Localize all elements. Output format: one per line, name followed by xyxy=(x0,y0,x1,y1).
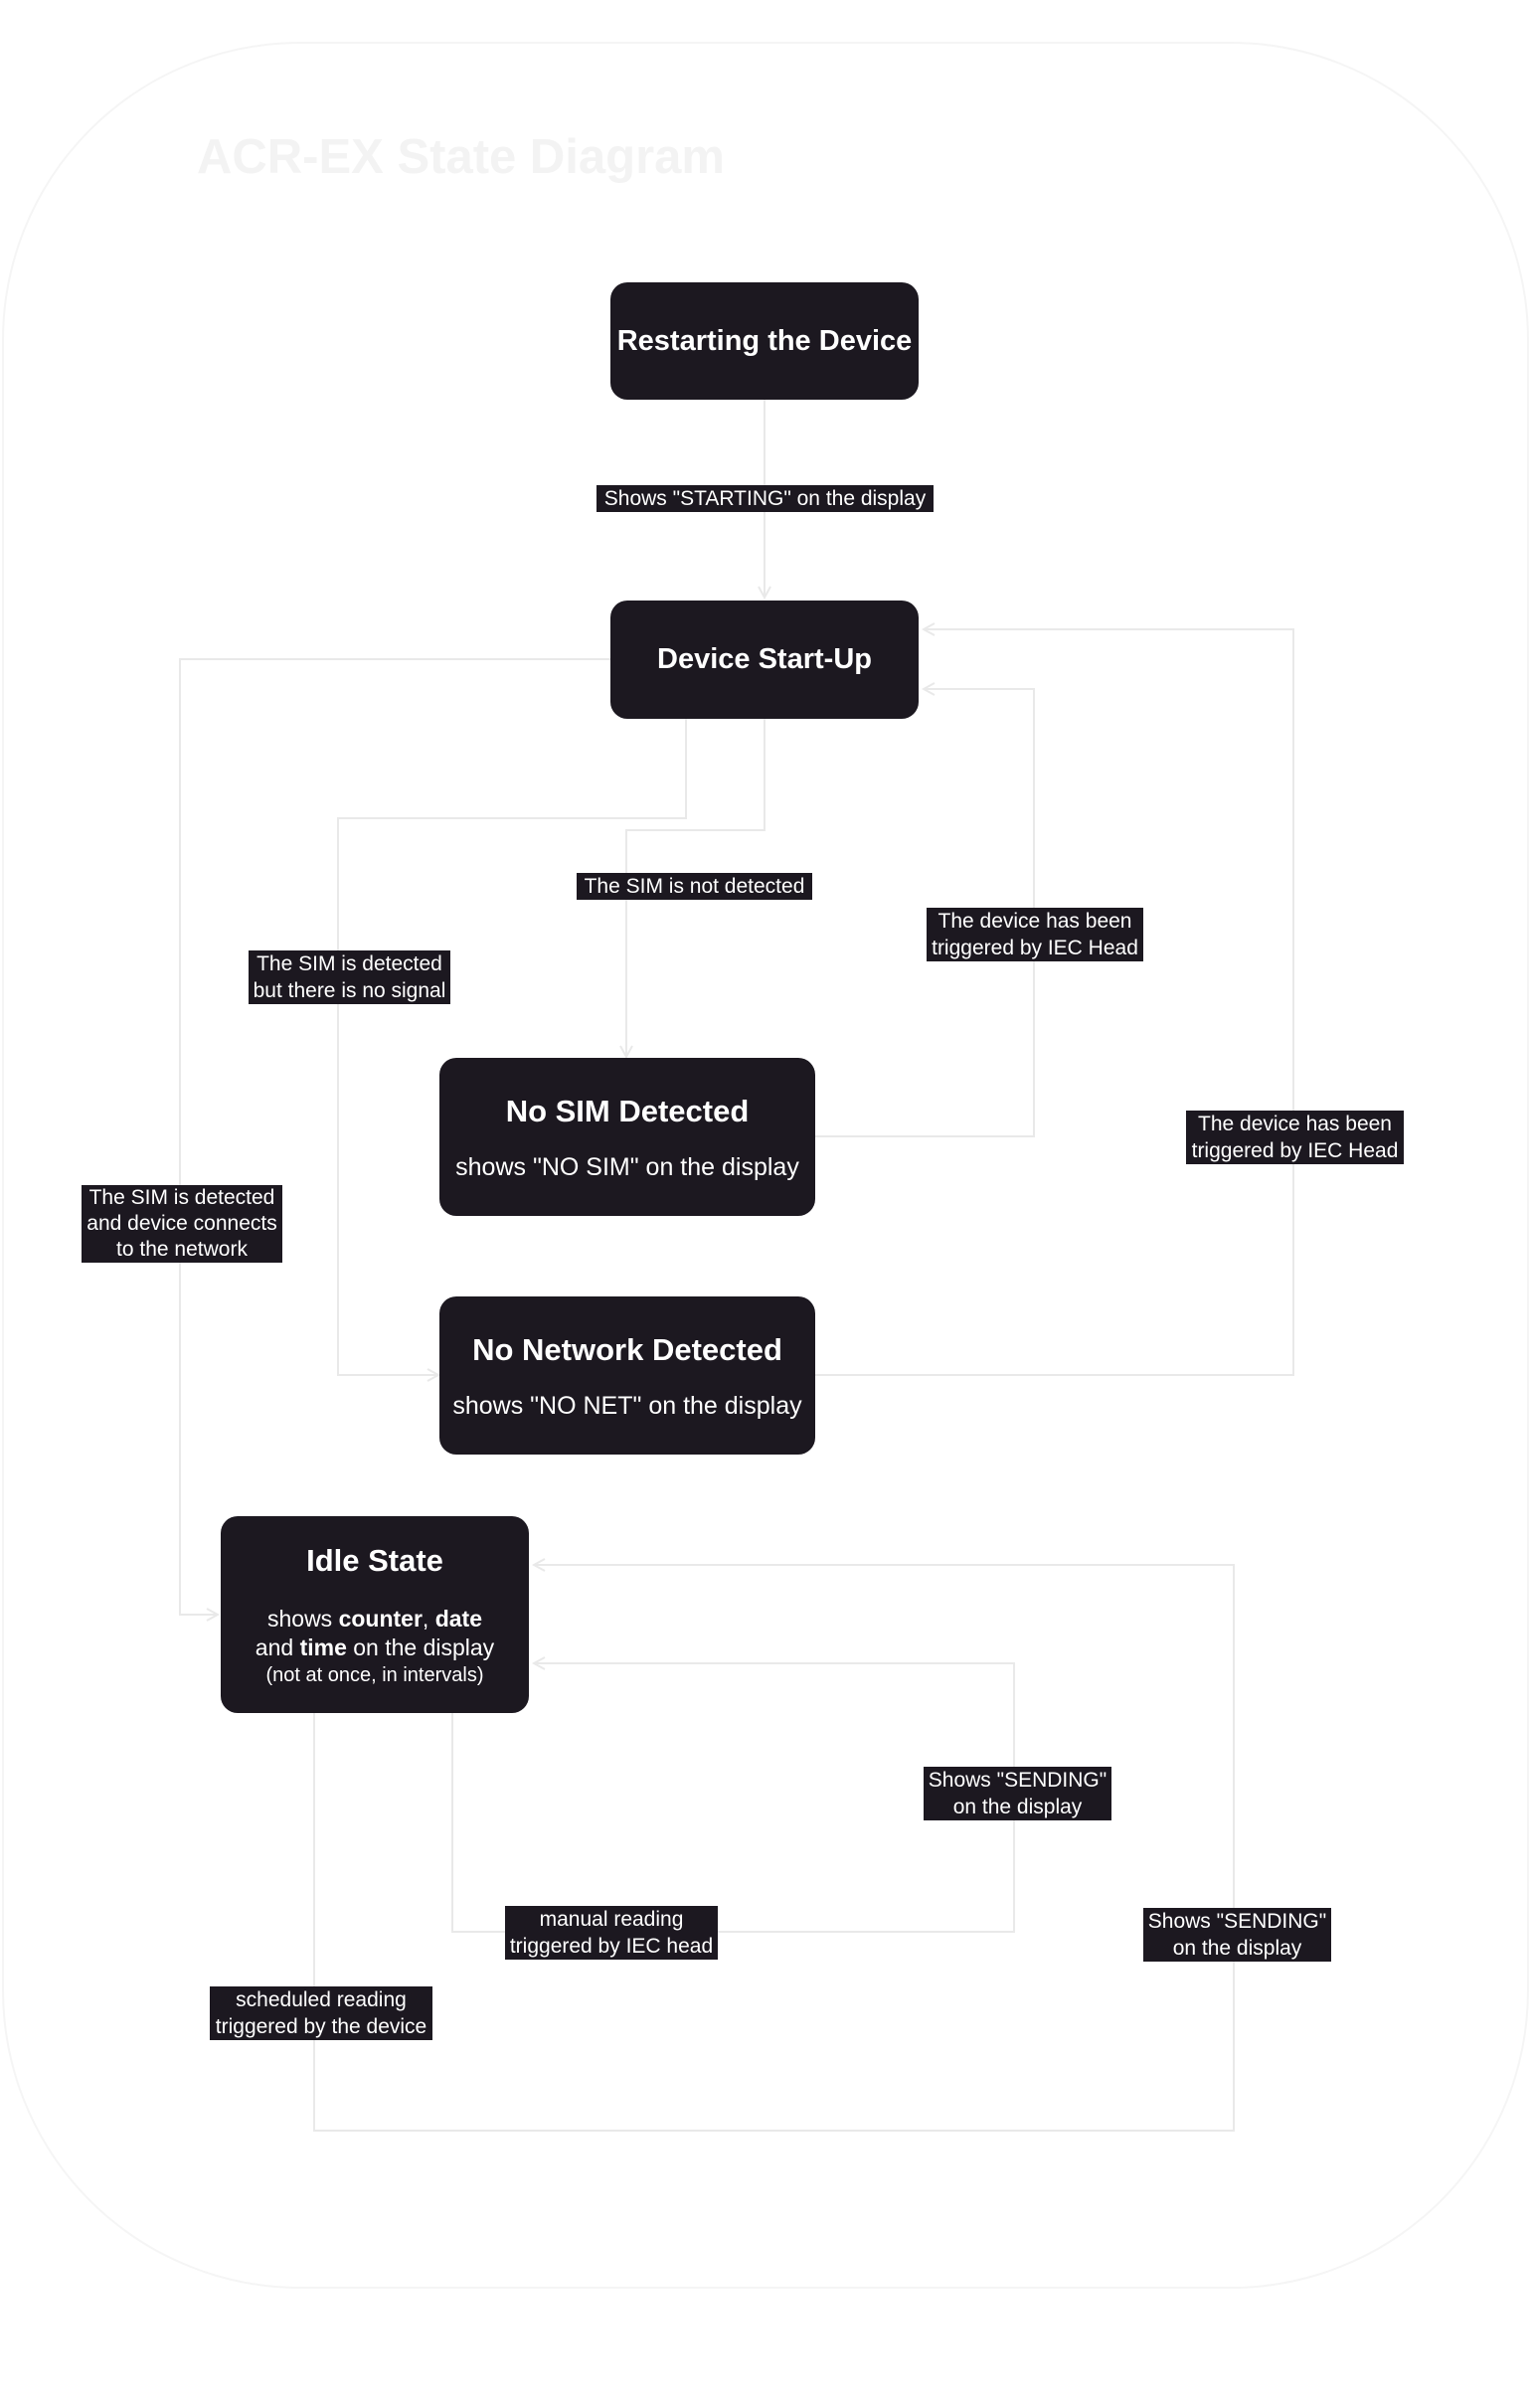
state-no-sim-detected: No SIM Detected shows "NO SIM" on the di… xyxy=(439,1058,815,1216)
state-no-network-detected: No Network Detected shows "NO NET" on th… xyxy=(439,1296,815,1455)
edge-label-scheduled-reading: scheduled reading triggered by the devic… xyxy=(210,1986,432,2040)
diagram-frame xyxy=(2,42,1529,2289)
state-subtitle: shows "NO SIM" on the display xyxy=(455,1152,799,1181)
edge-label-starting: Shows "STARTING" on the display xyxy=(596,485,934,512)
state-title: No SIM Detected xyxy=(505,1093,750,1128)
edge-label-manual-reading: manual reading triggered by IEC head xyxy=(505,1906,718,1960)
edge-label-sim-not-detected: The SIM is not detected xyxy=(577,873,812,900)
state-device-startup: Device Start-Up xyxy=(610,601,919,719)
edge-label-sim-connects: The SIM is detected and device connects … xyxy=(82,1185,282,1263)
state-description: shows counter, date and time on the disp… xyxy=(255,1606,495,1661)
edge-idle-manual-loop xyxy=(451,1663,1015,1933)
edge-label-sim-no-signal: The SIM is detected but there is no sign… xyxy=(249,950,450,1004)
edge-startup-to-nosim xyxy=(626,719,766,1056)
state-title: No Network Detected xyxy=(472,1331,782,1367)
edge-startup-to-nonet xyxy=(337,719,687,1375)
diagram-title: ACR-EX State Diagram xyxy=(197,130,725,184)
state-idle: Idle State shows counter, date and time … xyxy=(221,1516,529,1713)
state-title: Idle State xyxy=(306,1542,443,1578)
edge-label-sending-scheduled: Shows "SENDING" on the display xyxy=(1143,1908,1331,1962)
state-title: Device Start-Up xyxy=(657,643,872,676)
edge-label-iec-nosim: The device has been triggered by IEC Hea… xyxy=(927,908,1143,961)
state-title: Restarting the Device xyxy=(616,324,913,357)
edge-label-sending-manual: Shows "SENDING" on the display xyxy=(924,1767,1111,1820)
state-note: (not at once, in intervals) xyxy=(265,1664,484,1687)
state-restarting-device: Restarting the Device xyxy=(610,282,919,400)
edge-label-iec-nonet: The device has been triggered by IEC Hea… xyxy=(1186,1111,1404,1164)
edge-nonet-to-startup xyxy=(815,629,1294,1376)
edge-startup-to-idle xyxy=(179,658,610,1615)
state-subtitle: shows "NO NET" on the display xyxy=(452,1391,802,1420)
